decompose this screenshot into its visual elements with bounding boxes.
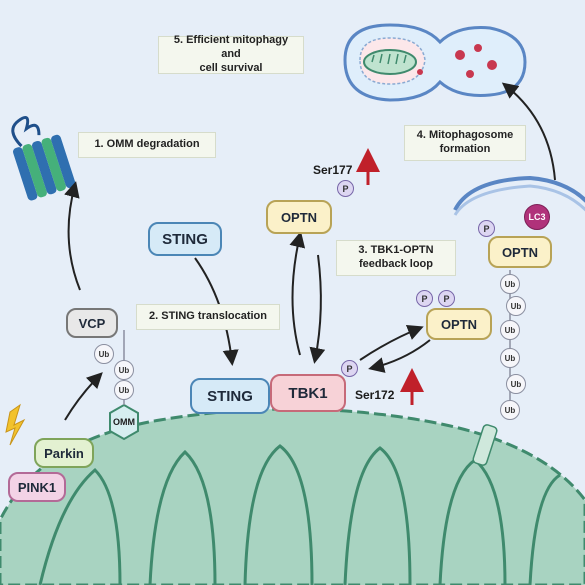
ub-right-1: Ub bbox=[500, 274, 520, 294]
ub-right-5: Ub bbox=[506, 374, 526, 394]
optn-top: OPTN bbox=[266, 200, 332, 234]
phospho-optn-top: P bbox=[337, 180, 354, 197]
phagophore-membrane bbox=[453, 175, 585, 211]
ub-right-4: Ub bbox=[500, 348, 520, 368]
ub-left-2: Ub bbox=[114, 360, 134, 380]
optn-right: OPTN bbox=[426, 308, 492, 340]
sting-membrane: STING bbox=[190, 378, 270, 414]
parkin: Parkin bbox=[34, 438, 94, 468]
ub-right-2: Ub bbox=[506, 296, 526, 316]
pink1: PINK1 bbox=[8, 472, 66, 502]
mitochondrion-shape bbox=[0, 407, 585, 585]
omm-degraded-protein bbox=[11, 116, 76, 201]
lc3: LC3 bbox=[524, 204, 550, 230]
ser172-label: Ser172 bbox=[355, 388, 395, 402]
ub-left-3: Ub bbox=[114, 380, 134, 400]
lightning-icon bbox=[5, 403, 26, 446]
tbk1: TBK1 bbox=[270, 374, 346, 412]
ub-right-6: Ub bbox=[500, 400, 520, 420]
optn-phagophore: OPTN bbox=[488, 236, 552, 268]
phospho-optn-right: P bbox=[416, 290, 433, 307]
phospho-optn-right-2: P bbox=[438, 290, 455, 307]
step-2-label: 2. STING translocation bbox=[136, 304, 280, 330]
ub-left-1: Ub bbox=[94, 344, 114, 364]
phospho-optn-phagophore: P bbox=[478, 220, 495, 237]
omm-hexagon bbox=[109, 403, 139, 441]
ub-right-3: Ub bbox=[500, 320, 520, 340]
vcp: VCP bbox=[66, 308, 118, 338]
phospho-tbk1: P bbox=[341, 360, 358, 377]
omm-label: OMM bbox=[113, 417, 135, 427]
sting-cytosol: STING bbox=[148, 222, 222, 256]
ser177-label: Ser177 bbox=[313, 163, 353, 177]
step-1-label: 1. OMM degradation bbox=[78, 132, 216, 158]
autolysosome bbox=[343, 23, 527, 102]
